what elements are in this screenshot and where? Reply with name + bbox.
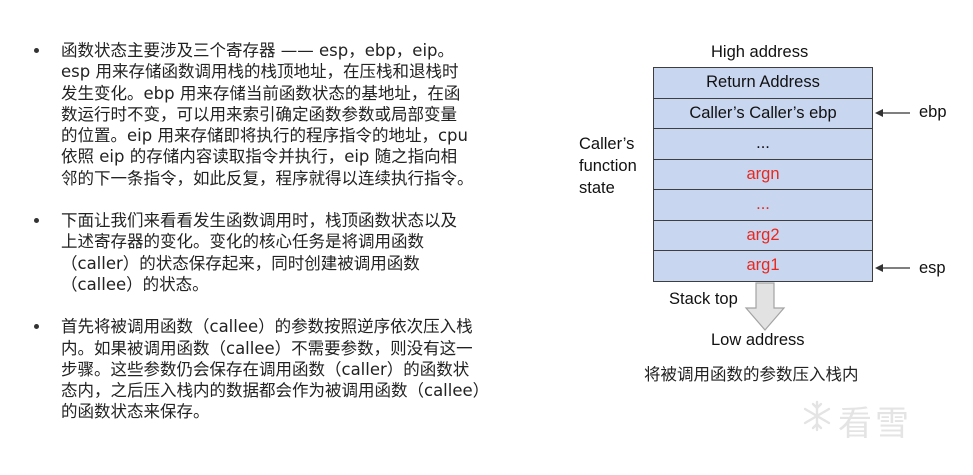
- ebp-arrow-icon: [875, 109, 910, 117]
- bullet-line: （caller）的状态保存起来，同时创建被调用函数: [61, 253, 420, 273]
- bullet-line: 发生变化。ebp 用来存储当前函数状态的基地址，在函: [61, 83, 461, 103]
- stack-frame: Return Address Caller’s Caller’s ebp ...…: [653, 67, 873, 282]
- caller-state-label-line3: state: [579, 179, 615, 197]
- bullet-line: 的函数状态来保存。: [61, 402, 210, 422]
- bullet-line: 依照 eip 的存储内容读取指令并执行，eip 随之指向相: [61, 147, 458, 167]
- caller-state-label-line2: function: [579, 157, 637, 175]
- caller-state-label-line1: Caller’s: [579, 135, 635, 153]
- bullet-line: （callee）的状态。: [61, 274, 209, 294]
- bullet-item-call-overview: 下面让我们来看看发生函数调用时，栈顶函数状态以及 上述寄存器的变化。变化的核心任…: [34, 210, 534, 295]
- bullet-dot-icon: [34, 324, 39, 330]
- stack-cell-return-address: Return Address: [653, 68, 873, 99]
- stack-diagram: High address Caller’s function state Ret…: [575, 40, 955, 400]
- high-address-label: High address: [711, 43, 809, 61]
- bullet-line: 内。如果被调用函数（callee）不需要参数，则没有这一: [61, 338, 473, 358]
- bullet-list: 函数状态主要涉及三个寄存器 —— esp，ebp，eip。 esp 用来存储函数…: [34, 40, 534, 444]
- bullet-line: 邻的下一条指令，如此反复，程序就得以连续执行指令。: [61, 168, 474, 188]
- down-arrow-icon: [744, 282, 786, 331]
- snowflake-icon: [803, 400, 831, 432]
- bullet-line: 的位置。eip 用来存储即将执行的程序指令的地址，cpu: [61, 126, 468, 146]
- bullet-dot-icon: [34, 218, 39, 224]
- stack-cell-arg1: arg1: [653, 251, 873, 282]
- diagram-caption: 将被调用函数的参数压入栈内: [644, 365, 859, 384]
- stack-top-label: Stack top: [669, 290, 738, 308]
- stack-cell-caller-ebp: Caller’s Caller’s ebp: [653, 98, 873, 129]
- bullet-item-push-args: 首先将被调用函数（callee）的参数按照逆序依次压入栈 内。如果被调用函数（c…: [34, 316, 534, 422]
- bullet-line: esp 用来存储函数调用栈的栈顶地址，在压栈和退栈时: [61, 62, 459, 82]
- esp-arrow-icon: [875, 264, 910, 272]
- bullet-line: 下面让我们来看看发生函数调用时，栈顶函数状态以及: [61, 211, 457, 231]
- stack-cell-arg2: arg2: [653, 220, 873, 251]
- bullet-item-registers: 函数状态主要涉及三个寄存器 —— esp，ebp，eip。 esp 用来存储函数…: [34, 40, 534, 189]
- bullet-line: 步骤。这些参数仍会保存在调用函数（caller）的函数状: [61, 359, 470, 379]
- bullet-line: 函数状态主要涉及三个寄存器 —— esp，ebp，eip。: [61, 41, 455, 60]
- bullet-dot-icon: [34, 48, 39, 53]
- bullet-line: 首先将被调用函数（callee）的参数按照逆序依次压入栈: [61, 317, 473, 337]
- stack-cell-args-ellipsis: ...: [653, 190, 873, 221]
- low-address-label: Low address: [711, 331, 805, 349]
- stack-cell-argn: argn: [653, 159, 873, 190]
- esp-label: esp: [919, 259, 946, 277]
- stack-cell-ellipsis: ...: [653, 129, 873, 160]
- ebp-label: ebp: [919, 103, 947, 121]
- watermark-logo-text: 看雪: [838, 404, 912, 444]
- bullet-line: 态内，之后压入栈内的数据都会作为被调用函数（callee）: [61, 381, 490, 401]
- bullet-line: 数运行时不变，可以用来索引确定函数参数或局部变量: [61, 104, 457, 124]
- bullet-line: 上述寄存器的变化。变化的核心任务是将调用函数: [61, 232, 424, 252]
